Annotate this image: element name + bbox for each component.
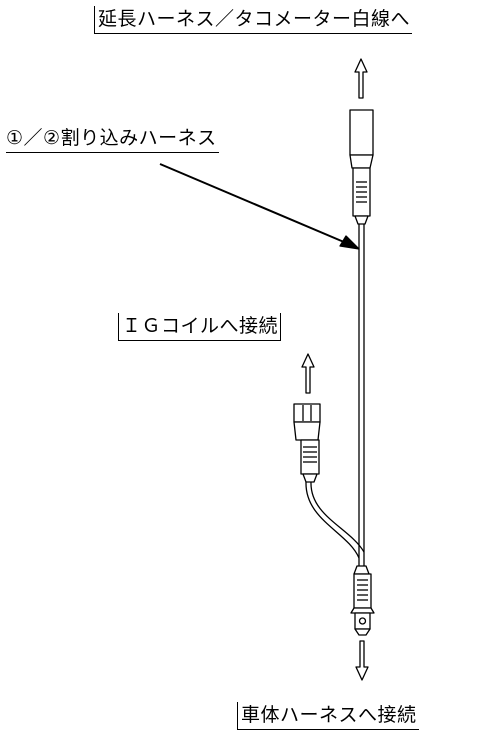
bottom-connector <box>350 565 375 636</box>
leader-line <box>159 163 352 246</box>
ig-up-arrow-icon <box>301 353 315 394</box>
bottom-down-arrow-icon <box>355 640 369 681</box>
main-cable <box>358 224 365 566</box>
leader-arrowhead <box>339 235 360 250</box>
top-up-arrow-icon <box>354 58 368 99</box>
ig-coil-label: ＩＧコイルへ接続 <box>118 313 282 341</box>
top-connector <box>349 109 374 225</box>
extension-harness-label: 延長ハーネス／タコメーター白線へ <box>94 6 413 34</box>
ig-coil-connector <box>293 403 321 483</box>
splice-harness-label: ①／②割り込みハーネス <box>6 126 219 153</box>
branch-cable <box>305 481 365 559</box>
